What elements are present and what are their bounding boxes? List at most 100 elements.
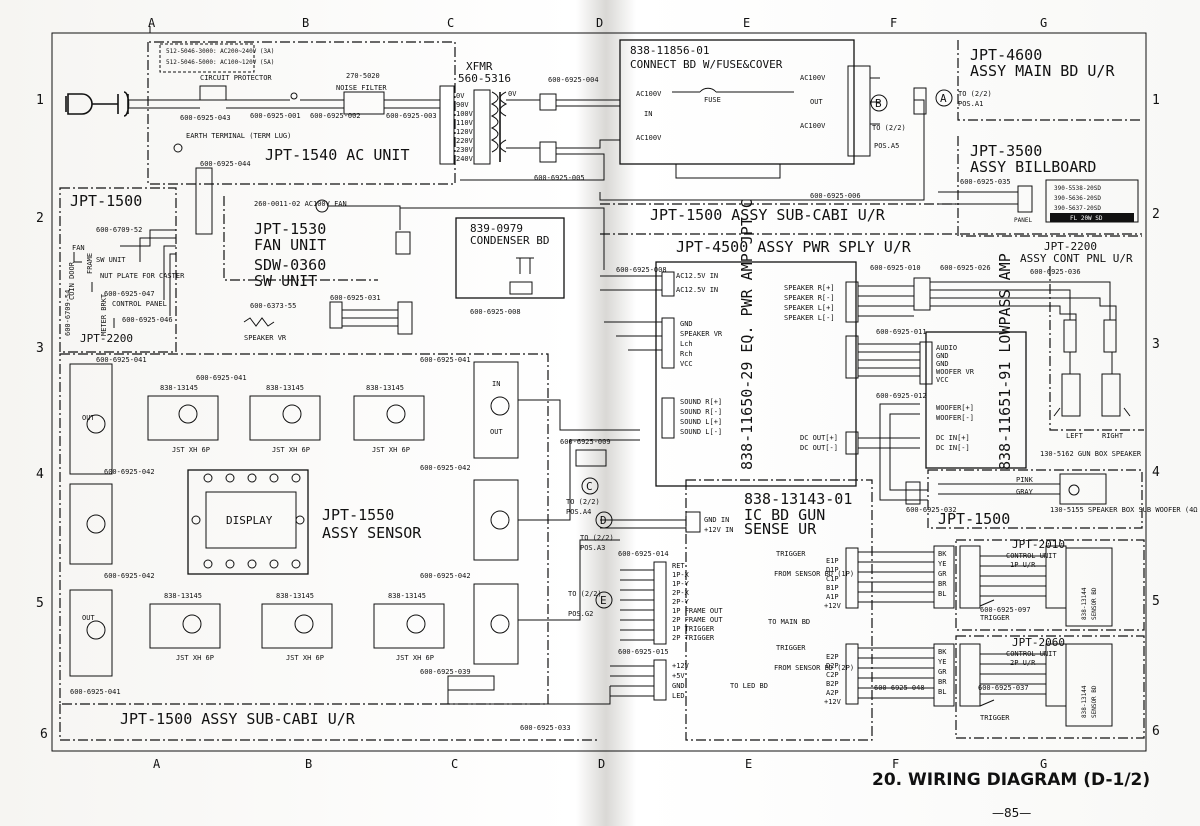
control-unit-2p: BK YE GR BR BL JPT-2060 CONTROL UNIT 2P … <box>933 635 1145 739</box>
terminal-label: +12V <box>824 698 842 706</box>
transformer: XFMR 560-5316 0V 90V 100V 110V 120V 220V… <box>439 60 620 182</box>
terminal-label: C2P <box>826 671 839 679</box>
wire-code: 600-6925-033 <box>520 724 571 732</box>
cont-panel-title: ASSY CONT PNL U/R <box>1020 252 1133 265</box>
terminal-label: A2P <box>826 689 839 697</box>
terminal-label: GND <box>936 352 949 360</box>
terminal-label: WOOFER[+] <box>936 404 974 412</box>
meter-brkt: METER BRKT <box>100 293 108 336</box>
wire-code: 600-6925-042 <box>420 464 471 472</box>
power-supply-region: JPT-4500 ASSY PWR SPLY U/R <box>676 238 912 256</box>
pos-label: POS.A5 <box>874 142 899 150</box>
terminal-label: SOUND L[+] <box>680 418 722 426</box>
wire-color: BR <box>938 678 947 686</box>
terminal-label: Lch <box>680 340 693 348</box>
condenser-part: 839-0979 <box>470 222 523 235</box>
noise-filter-part: 270-5020 <box>346 72 380 80</box>
out-label: OUT <box>82 414 95 422</box>
frame: FRAME <box>86 253 94 274</box>
col-label: C <box>447 16 454 30</box>
terminal-label: C1P <box>826 575 839 583</box>
wire-code: 600-6925-011 <box>876 328 927 336</box>
wire-code: 600-6925-005 <box>534 174 585 182</box>
display-label: DISPLAY <box>226 514 273 527</box>
connector-label: JST XH 6P <box>286 654 324 662</box>
row-label: 6 <box>40 727 48 742</box>
main-board-region: JPT-4600 ASSY MAIN BD U/R A TO (2/2) POS… <box>913 40 1142 121</box>
bill-part: 390-5637-20SD <box>1054 205 1101 212</box>
terminal-label: B1P <box>826 584 839 592</box>
sensor-bd-label: 838-13145 <box>366 384 404 392</box>
terminal-label: DC OUT[-] <box>800 444 838 452</box>
terminal-label: +5V <box>672 672 685 680</box>
column-labels-bottom: A B C D E F G <box>153 757 1047 771</box>
terminal-label: AUDIO <box>936 344 957 352</box>
bill-part: 390-5636-20SD <box>1054 195 1101 202</box>
row-labels-right: 1 2 3 4 5 6 <box>1152 93 1160 739</box>
wire-code: 600-6925-037 <box>978 684 1029 692</box>
circle-marker: E <box>600 594 607 607</box>
col-label: D <box>596 16 603 30</box>
wire-code: 600-6925-012 <box>876 392 927 400</box>
wire-code: 600-6925-097 <box>980 606 1031 614</box>
terminal-label: WOOFER[-] <box>936 414 974 422</box>
terminal-label: VCC <box>680 360 693 368</box>
connect-board: 838-11856-01 CONNECT BD W/FUSE&COVER AC1… <box>619 39 906 179</box>
amp-board-title: 838-11650-29 EQ. PWR AMP JPT C <box>738 199 756 470</box>
wire-code: 600-6925-042 <box>104 468 155 476</box>
wire-code: 600-6925-006 <box>810 192 861 200</box>
speaker-right: RIGHT <box>1102 432 1124 440</box>
to-label: TO (2/2) <box>872 124 906 132</box>
wire-code: 600-6925-008 <box>616 266 667 274</box>
terminal-label: AC100V <box>800 74 826 82</box>
lowpass-board: 838-11651-91 LOWPASS AMP AUDIO GND GND W… <box>800 253 1027 501</box>
assy-sensor-title: ASSY SENSOR <box>322 524 422 542</box>
billboard-part: JPT-3500 <box>970 142 1042 160</box>
terminal-label: Rch <box>680 350 693 358</box>
gun-board-title: IC BD GUN <box>744 506 825 524</box>
connector-label: JST XH 6P <box>176 654 214 662</box>
col-label: E <box>745 757 752 771</box>
terminal-label: 2P-Y <box>672 598 690 606</box>
terminal-label: IN <box>644 110 652 118</box>
wire-code: 600-6925-043 <box>180 114 231 122</box>
billboard-title: ASSY BILLBOARD <box>970 158 1096 176</box>
wire-code: 600-6925-048 <box>874 684 925 692</box>
wire-color: BR <box>938 580 947 588</box>
wire-code: 600-6925-042 <box>104 572 155 580</box>
sensor-bd-label: 838-13145 <box>388 592 426 600</box>
pos-label: POS.A3 <box>580 544 605 552</box>
out-label: OUT <box>490 428 503 436</box>
terminal-label: 1P TRIGGER <box>672 625 715 633</box>
to-led-bd: TO LED BD <box>730 682 768 690</box>
terminal-label: SPEAKER L[+] <box>784 304 835 312</box>
voltage-tap: 100V <box>456 110 474 118</box>
wire-code: 600-6925-039 <box>420 668 471 676</box>
pos-label: POS.A1 <box>958 100 983 108</box>
terminal-label: AC12.5V IN <box>676 272 718 280</box>
terminal-label: +12V <box>824 602 842 610</box>
coin-door: COIN DOOR <box>68 261 76 300</box>
wire-code: 600-6925-009 <box>560 438 611 446</box>
jpt2200-left: JPT-2200 <box>80 332 133 345</box>
sensor-bd-right: 838-13144 <box>1081 587 1088 620</box>
lowpass-title: 838-11651-91 LOWPASS AMP <box>996 253 1014 470</box>
wire-code: 600-6925-008 <box>470 308 521 316</box>
sw-unit-title: SW UNIT <box>254 272 317 290</box>
trigger-label: TRIGGER <box>776 644 806 652</box>
row-label: 5 <box>1152 594 1160 609</box>
control-2p-part: JPT-2060 <box>1012 636 1065 649</box>
row-label: 2 <box>1152 207 1160 222</box>
terminal-label: SOUND R[-] <box>680 408 722 416</box>
control-panel-label: CONTROL PANEL <box>112 300 167 308</box>
sub-cabi-left-title: JPT-1500 <box>70 192 142 210</box>
voltage-tap: 230V <box>456 146 474 154</box>
sensor-board-right-column: IN OUT 600-6925-042 600-6925-042 <box>420 361 519 665</box>
speaker-vr-label: SPEAKER VR <box>244 334 287 342</box>
sensor-bd-label: 838-13145 <box>164 592 202 600</box>
condenser-title: CONDENSER BD <box>470 234 549 247</box>
terminal-label: AC100V <box>636 90 662 98</box>
xfmr-label: XFMR <box>466 60 493 73</box>
voltage-tap: 110V <box>456 119 474 127</box>
trigger-label: TRIGGER <box>776 550 806 558</box>
